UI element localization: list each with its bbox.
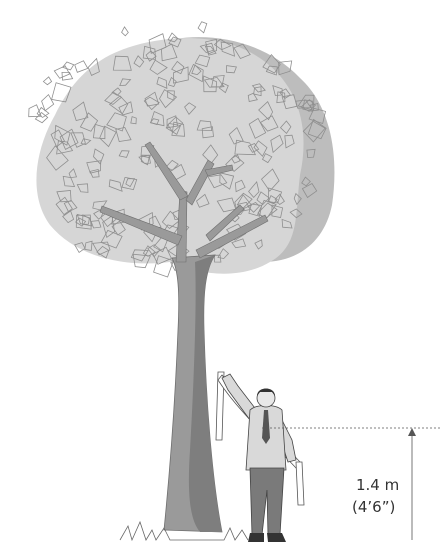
person-shoes	[248, 533, 286, 542]
person-with-tape	[216, 372, 304, 542]
leaf-outline	[43, 77, 51, 85]
person-trousers	[250, 468, 284, 535]
measurement-metric-label: 1.4 m	[356, 476, 399, 494]
leaf-outline	[198, 22, 207, 33]
leaf-outline	[122, 27, 129, 36]
tape-right-hanging	[296, 462, 304, 505]
measurement-arrow-head	[408, 428, 416, 436]
measurement-imperial-label: (4’6”)	[352, 498, 395, 516]
leaf-outline	[75, 61, 88, 73]
